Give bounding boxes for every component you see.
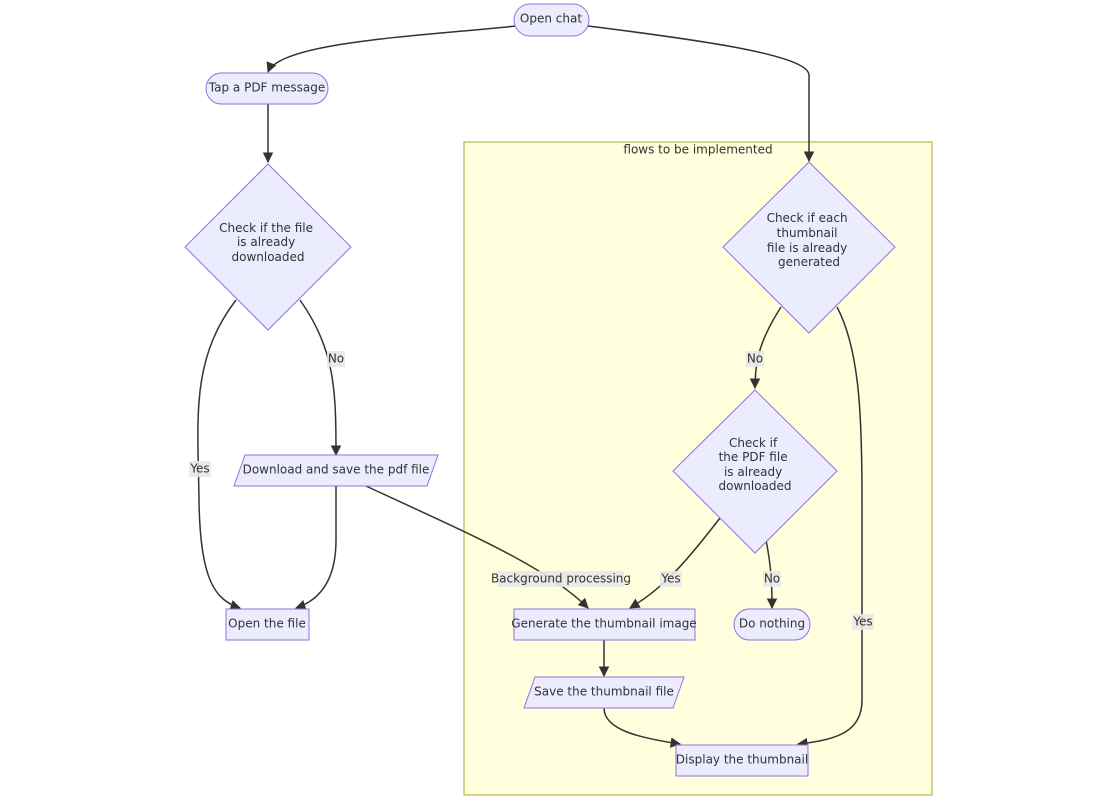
svg-text:Generate the thumbnail image: Generate the thumbnail image (511, 617, 696, 631)
svg-text:Check if each thumbnail: Check if each thumbnail file is already … (767, 211, 852, 269)
node-check-pdf-downloaded: Check if the PDF file is already downloa… (672, 389, 838, 554)
svg-text:Open the file: Open the file (228, 617, 306, 631)
edge-label-no-thumb: No (747, 352, 763, 366)
node-generate-thumbnail: Generate the thumbnail image (511, 608, 697, 641)
node-open-the-file: Open the file (225, 608, 310, 641)
svg-text:Do nothing: Do nothing (739, 617, 805, 631)
node-do-nothing: Do nothing (733, 608, 811, 641)
svg-text:Download and save the pdf file: Download and save the pdf file (243, 463, 430, 477)
edge-label-yes-generate: Yes (660, 572, 680, 586)
node-check-file-downloaded: Check if the file is already downloaded (184, 163, 352, 331)
svg-text:Display the thumbnail: Display the thumbnail (676, 753, 808, 767)
svg-text:Tap a PDF message: Tap a PDF message (208, 81, 325, 95)
edge-label-yes-display: Yes (852, 615, 872, 629)
edges (197, 25, 863, 749)
edge-openchat-checkthumb (587, 25, 815, 163)
edge-check-download (299, 299, 342, 457)
edge-openchat-tappdf (266, 25, 517, 73)
edge-checkthumb-display (796, 306, 863, 749)
edge-download-open (295, 486, 337, 610)
node-open-chat: Open chat (513, 3, 590, 37)
node-check-thumbnail-generated: Check if each thumbnail file is already … (722, 161, 896, 334)
edge-save-display (603, 707, 682, 748)
cluster-label: flows to be implemented (623, 143, 772, 157)
node-display-thumbnail: Display the thumbnail (675, 744, 809, 777)
edge-label-no-nothing: No (764, 572, 780, 586)
node-save-thumbnail-file: Save the thumbnail file (523, 676, 685, 709)
edge-download-generate (365, 485, 589, 609)
edge-check-open (197, 299, 241, 611)
edge-checkthumb-checkpdf (749, 306, 782, 390)
edge-labels: No Yes Background processing Yes No No Y… (189, 351, 874, 630)
svg-text:Open chat: Open chat (520, 12, 582, 26)
svg-text:Save the thumbnail file: Save the thumbnail file (534, 685, 674, 699)
node-download-save-pdf: Download and save the pdf file (233, 454, 439, 487)
svg-text:Check if the PDF file: Check if the PDF file is already downloa… (718, 436, 791, 493)
edge-label-background-processing: Background processing (491, 572, 631, 586)
svg-text:Check if the file is alr: Check if the file is already downloaded (219, 221, 317, 264)
edge-label-no-download: No (328, 352, 344, 366)
edge-label-yes-open: Yes (189, 462, 209, 476)
node-tap-pdf-message: Tap a PDF message (205, 72, 329, 105)
